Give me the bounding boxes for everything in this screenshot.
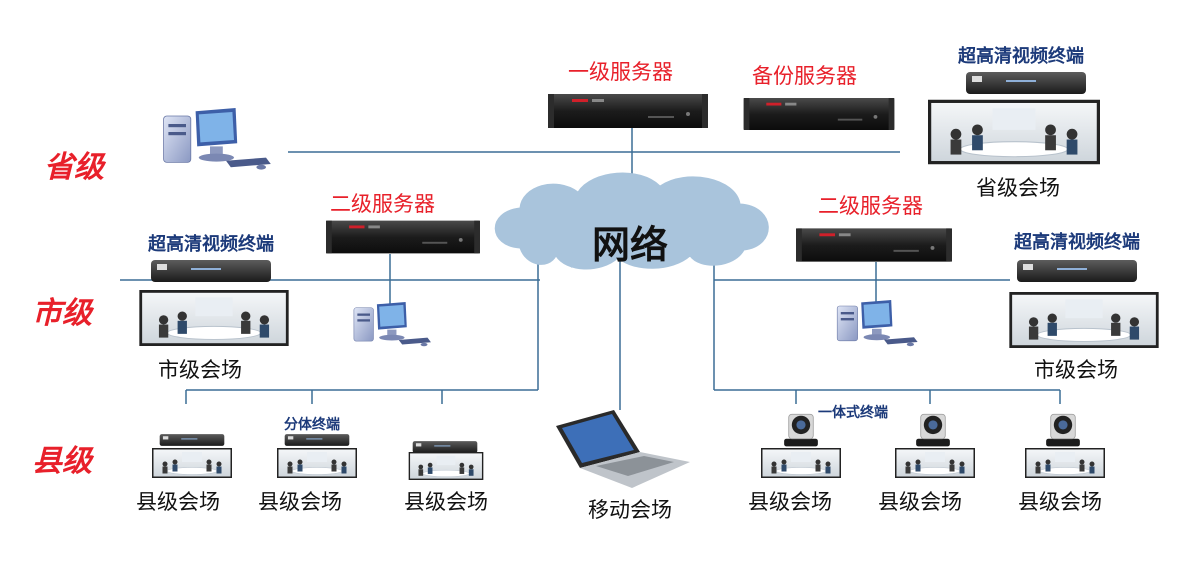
county-venue-label-6: 县级会场 (1018, 490, 1102, 514)
county-screen-4 (760, 448, 842, 478)
level-county: 县级 (32, 444, 92, 479)
county-screen-6 (1024, 448, 1106, 478)
uhd-terminal-right-label: 超高清视频终端 (1014, 232, 1140, 253)
county-box-1 (159, 434, 225, 446)
uhd-terminal-left-label: 超高清视频终端 (148, 234, 274, 255)
uhd-box-right (1017, 260, 1137, 282)
backup-server-device (743, 98, 895, 130)
secondary-server-right-device (796, 228, 952, 262)
mobile-venue-label: 移动会场 (588, 498, 672, 522)
province-venue-label: 省级会场 (976, 176, 1060, 200)
county-screen-5 (894, 448, 976, 478)
backup-server-label: 备份服务器 (752, 64, 857, 88)
county-screen-2 (276, 448, 358, 478)
camera-icon-3 (1045, 413, 1081, 447)
network-cloud (494, 172, 769, 270)
city-venue-left-label: 市级会场 (158, 358, 242, 382)
city-right-screen (1008, 292, 1160, 348)
city-left-computer-icon (353, 302, 432, 347)
secondary-server-left-device (326, 220, 480, 254)
province-computer-icon (163, 108, 272, 171)
network-label: 网络 (592, 223, 669, 267)
level-city: 市级 (32, 296, 92, 331)
city-venue-right-label: 市级会场 (1034, 358, 1118, 382)
province-screen (928, 99, 1100, 165)
city-right-computer-icon (836, 300, 918, 347)
primary-server-device (548, 94, 708, 128)
county-venue-label-2: 县级会场 (258, 490, 342, 514)
uhd-terminal-top-label: 超高清视频终端 (958, 46, 1084, 67)
uhd-box-top (966, 72, 1086, 94)
county-venue-label-3: 县级会场 (404, 490, 488, 514)
split-terminal-label: 分体终端 (284, 417, 340, 433)
camera-icon-1 (783, 413, 819, 447)
county-venue-label-5: 县级会场 (878, 490, 962, 514)
uhd-box-left (151, 260, 271, 282)
secondary-server-left-label: 二级服务器 (330, 192, 435, 216)
level-province: 省级 (44, 150, 104, 185)
county-venue-label-1: 县级会场 (136, 490, 220, 514)
county-box-2 (284, 434, 350, 446)
camera-icon-2 (915, 413, 951, 447)
county-venue-label-4: 县级会场 (748, 490, 832, 514)
primary-server-label: 一级服务器 (568, 60, 673, 84)
integrated-terminal-label: 一体式终端 (818, 405, 888, 421)
mobile-laptop-icon (556, 410, 690, 488)
city-left-screen (138, 290, 290, 346)
secondary-server-right-label: 二级服务器 (818, 194, 923, 218)
county-screen-1 (151, 448, 233, 478)
county-screen-3 (408, 452, 484, 480)
county-box-3 (412, 441, 478, 453)
